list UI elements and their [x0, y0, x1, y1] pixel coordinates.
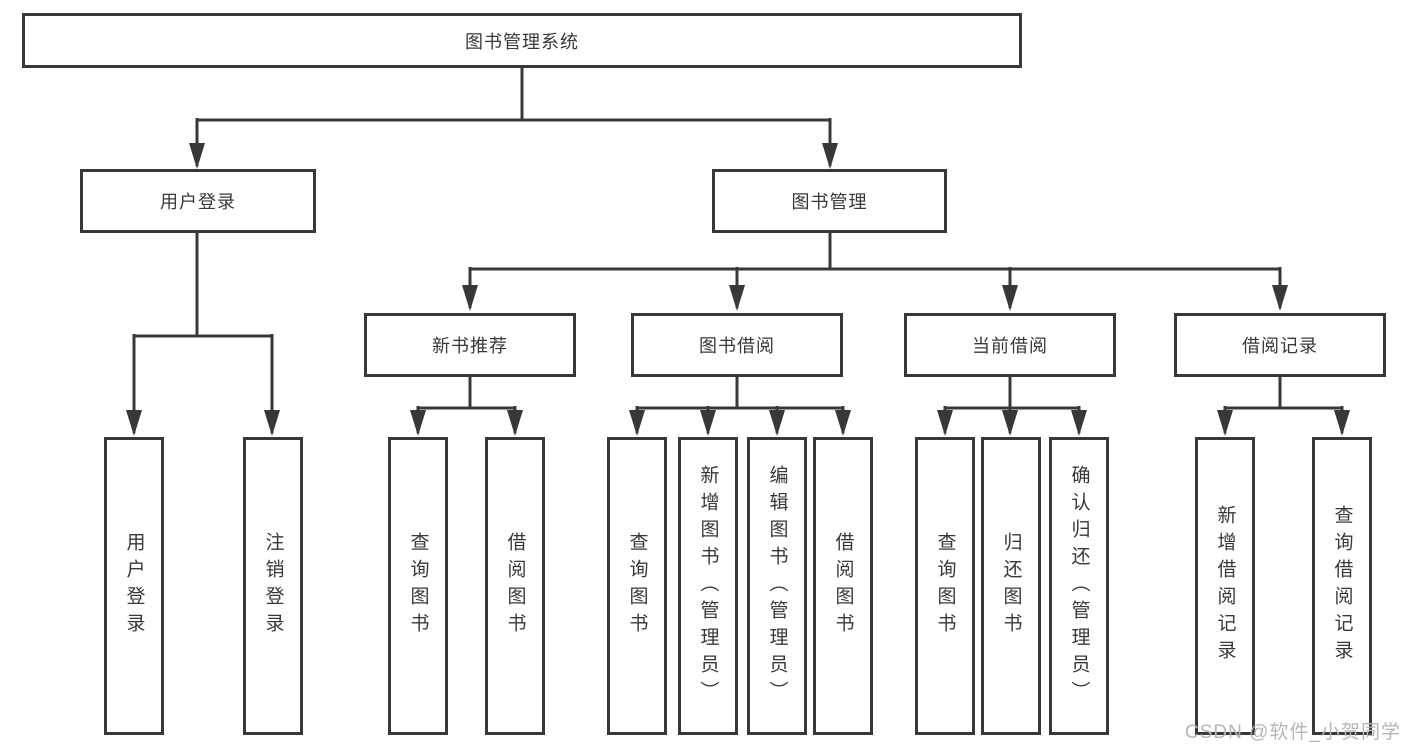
leaf-query-borrow-record: 查询借阅记录 [1312, 437, 1372, 735]
node-label: 图书管理系统 [465, 31, 579, 52]
node-user-login: 用户登录 [80, 169, 316, 233]
node-library-management-system: 图书管理系统 [22, 13, 1022, 68]
node-label: 新增借阅记录 [1214, 505, 1236, 667]
leaf-add-borrow-record: 新增借阅记录 [1195, 437, 1255, 735]
node-book-management: 图书管理 [712, 169, 947, 233]
node-new-book-recommend: 新书推荐 [364, 313, 576, 377]
leaf-borrow-books: 借阅图书 [813, 437, 873, 735]
node-label: 用户登录 [160, 192, 236, 212]
node-label: 新书推荐 [432, 336, 508, 356]
node-label: 借阅图书 [504, 532, 526, 640]
node-label: 当前借阅 [972, 336, 1048, 356]
leaf-query-books-recommend: 查询图书 [388, 437, 448, 735]
node-borrowing-records: 借阅记录 [1174, 313, 1386, 377]
leaf-confirm-return-admin: 确认归还（管理员） [1049, 437, 1109, 735]
node-label: 用户登录 [123, 532, 145, 640]
edge-lines [132, 68, 1344, 433]
node-label: 编辑图书（管理员） [766, 464, 788, 708]
node-label: 借阅图书 [832, 532, 854, 640]
node-label: 归还图书 [1000, 532, 1022, 640]
node-label: 确认归还（管理员） [1068, 464, 1090, 708]
leaf-user-login: 用户登录 [104, 437, 164, 735]
csdn-watermark: CSDN @软件_小贺同学 [1185, 722, 1401, 743]
leaf-return-books: 归还图书 [981, 437, 1041, 735]
node-label: 查询图书 [626, 532, 648, 640]
leaf-query-books-current: 查询图书 [915, 437, 975, 735]
leaf-borrow-books-recommend: 借阅图书 [485, 437, 545, 735]
node-label: 新增图书（管理员） [697, 464, 719, 708]
node-label: 查询图书 [934, 532, 956, 640]
node-label: 注销登录 [262, 532, 284, 640]
node-label: 借阅记录 [1242, 336, 1318, 356]
node-book-borrowing: 图书借阅 [631, 313, 843, 377]
node-label: 图书借阅 [699, 336, 775, 356]
node-label: 查询借阅记录 [1331, 505, 1353, 667]
leaf-edit-books-admin: 编辑图书（管理员） [747, 437, 807, 735]
leaf-query-books-borrowing: 查询图书 [607, 437, 667, 735]
node-current-borrowing: 当前借阅 [904, 313, 1116, 377]
node-label: 查询图书 [407, 532, 429, 640]
leaf-add-books-admin: 新增图书（管理员） [678, 437, 738, 735]
node-label: 图书管理 [791, 192, 868, 212]
leaf-logout: 注销登录 [243, 437, 303, 735]
